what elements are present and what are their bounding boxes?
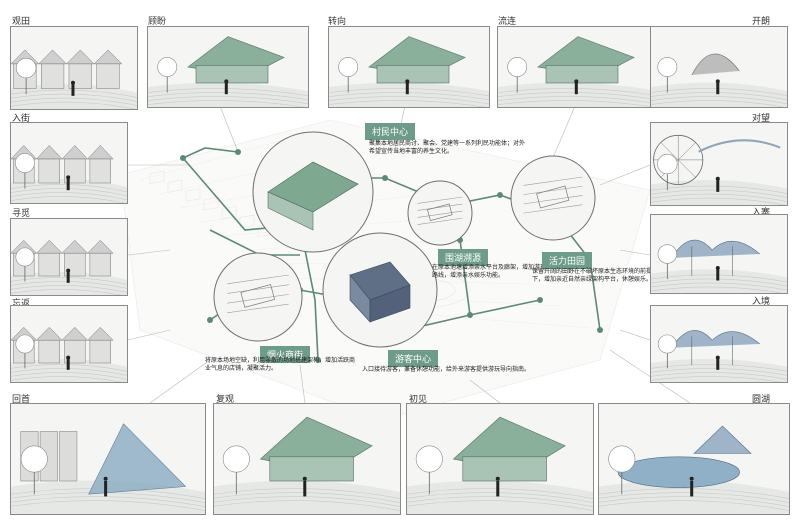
- view-sketch-wangfan: [11, 306, 127, 382]
- view-frame-kailang: [650, 26, 788, 108]
- view-sketch-xunmi: [11, 219, 127, 295]
- node-title-lake: 围湖溯源: [438, 249, 489, 266]
- view-sketch-rujing: [651, 306, 787, 382]
- view-label-fuguan: 复观: [216, 395, 235, 405]
- view-label-pan: 顾盼: [148, 17, 167, 27]
- view-sketch-fuguan: [214, 404, 400, 514]
- view-frame-guantian: [10, 26, 138, 110]
- node-title-village: 村民中心: [365, 123, 416, 140]
- view-sketch-kailang: [651, 27, 787, 107]
- node-bubble-field: [510, 155, 596, 241]
- view-label-rujie: 入街: [12, 114, 31, 124]
- view-frame-liulian: [497, 26, 659, 108]
- node-desc-street: 将原本场地空缺，利用零散的场地搭建架构，增加活跃商业气息的店铺，凝聚活力。: [205, 357, 356, 372]
- view-label-kailang: 开朗: [752, 17, 771, 27]
- node-bubble-village: [252, 131, 374, 253]
- node-bubble-visitor: [322, 232, 438, 348]
- node-desc-lake: 在原本池塘增添亲水平台及廊架，增加游玩路线，增添亲水娱乐功能。: [432, 264, 547, 279]
- view-frame-wangfan: [10, 305, 128, 383]
- node-desc-visitor: 入口接待游客，兼备休憩功能，给外来游客提供游玩导向指南。: [362, 366, 531, 373]
- view-frame-ruzhai: [650, 214, 788, 294]
- node-title-visitor: 游客中心: [388, 350, 439, 367]
- view-frame-yuanhu: [598, 403, 790, 515]
- view-label-guantian: 观田: [12, 17, 31, 27]
- view-label-ruzhai: 入寨: [752, 208, 771, 218]
- view-label-yuanhu: 圆湖: [752, 395, 771, 405]
- node-bubble-lake: [407, 180, 473, 246]
- view-sketch-duiwang: [651, 123, 787, 205]
- view-frame-rujing: [650, 305, 788, 383]
- view-label-zhuanxiang: 转向: [328, 17, 347, 27]
- view-label-huishou: 回首: [12, 395, 31, 405]
- view-frame-pan: [147, 26, 309, 108]
- view-frame-fuguan: [213, 403, 401, 515]
- node-title-street: 烟火商街: [260, 346, 311, 363]
- view-label-liulian: 流连: [498, 17, 517, 27]
- view-frame-huishou: [10, 403, 206, 515]
- view-frame-zhuanxiang: [328, 26, 490, 108]
- view-sketch-zhuanxiang: [329, 27, 489, 107]
- node-desc-village: 聚集本地居民商讨、聚会、党建等一系列利民功能体；对外希望宣传当地丰富的养生文化。: [369, 140, 526, 155]
- view-frame-xunmi: [10, 218, 128, 296]
- view-label-xunmi: 寻觅: [12, 209, 31, 219]
- view-label-rujing: 入境: [752, 297, 771, 307]
- view-sketch-yuanhu: [599, 404, 789, 514]
- view-sketch-guantian: [11, 27, 137, 109]
- node-bubble-street: [213, 252, 303, 342]
- view-sketch-ruzhai: [651, 215, 787, 293]
- view-frame-duiwang: [650, 122, 788, 206]
- view-label-duiwang: 对望: [752, 114, 771, 124]
- node-title-field: 活力田园: [542, 252, 593, 269]
- view-sketch-liulian: [498, 27, 658, 107]
- view-label-wangfan: 忘返: [12, 299, 31, 309]
- view-sketch-pan: [148, 27, 308, 107]
- view-sketch-chujian: [407, 404, 593, 514]
- node-desc-field: 保留开阔的田野在不破坏原本生态环境的前提下，增加亲近自然亲绿架构平台，休憩娱乐。: [532, 268, 653, 283]
- view-frame-chujian: [406, 403, 594, 515]
- view-sketch-rujie: [11, 123, 127, 203]
- view-sketch-huishou: [11, 404, 205, 514]
- view-frame-rujie: [10, 122, 128, 204]
- view-label-chujian: 初见: [409, 395, 428, 405]
